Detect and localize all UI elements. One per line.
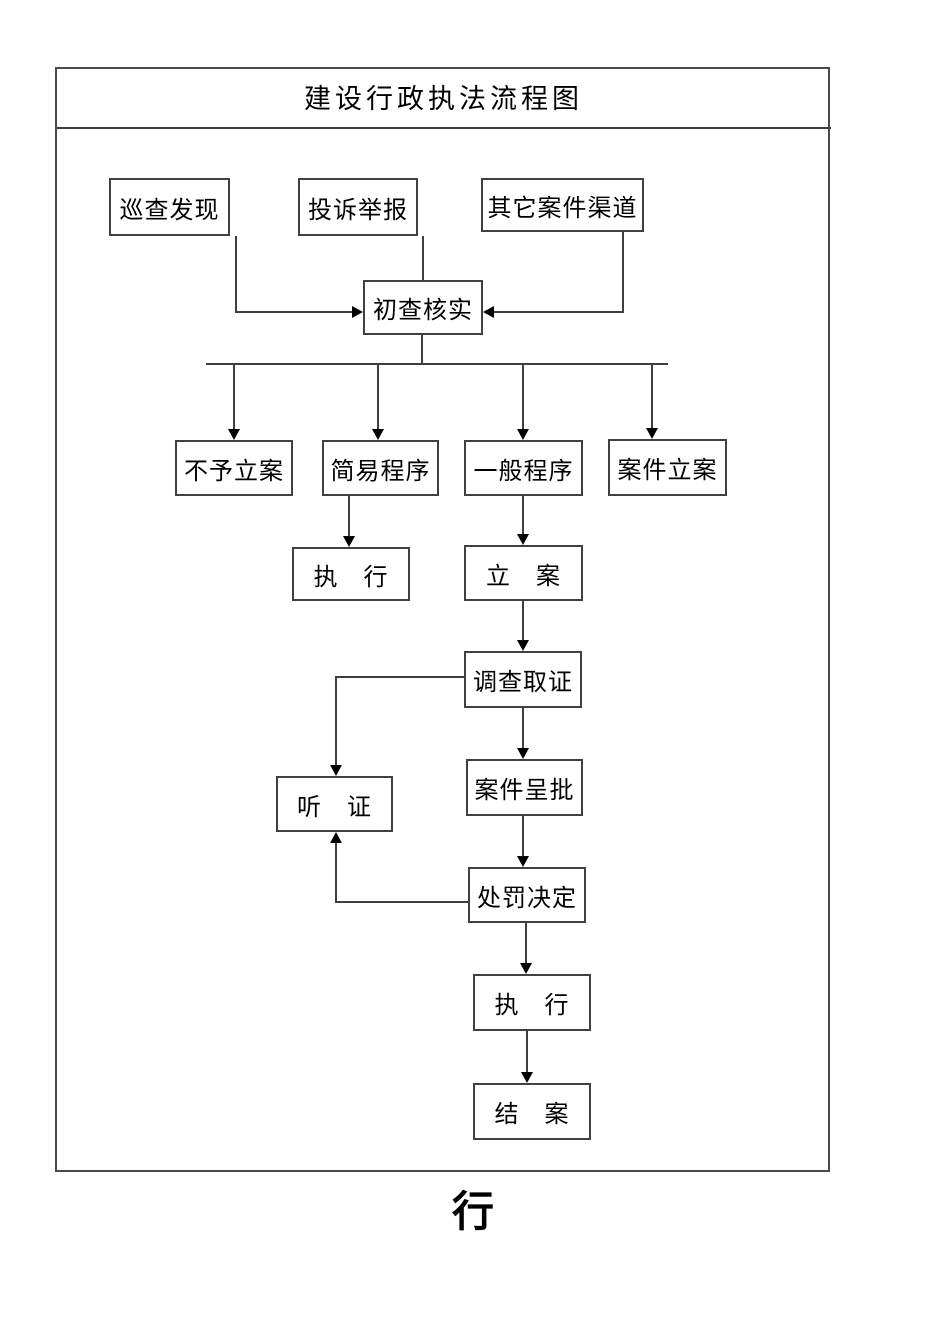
node-case-approval: 案件呈批 xyxy=(466,759,583,816)
arrowhead-down xyxy=(517,856,529,867)
node-case-closure: 结 案 xyxy=(473,1083,591,1140)
node-other-case-channels: 其它案件渠道 xyxy=(481,178,644,232)
connector-line xyxy=(335,901,468,903)
node-initial-verification: 初查核实 xyxy=(363,280,483,335)
connector-line xyxy=(377,363,379,431)
node-general-procedure: 一般程序 xyxy=(464,440,583,496)
connector-line xyxy=(348,496,350,538)
connector-line xyxy=(235,311,353,313)
connector-line xyxy=(522,601,524,642)
connector-line xyxy=(335,842,337,903)
connector-line xyxy=(622,232,624,313)
connector-line xyxy=(522,363,524,431)
arrowhead-down xyxy=(517,534,529,545)
node-hearing: 听 证 xyxy=(276,776,393,832)
arrowhead-down xyxy=(520,963,532,974)
title-separator xyxy=(56,127,831,129)
arrowhead-down xyxy=(646,428,658,439)
node-case-filing: 案件立案 xyxy=(608,439,727,496)
connector-line xyxy=(421,335,423,364)
node-execution-summary: 执 行 xyxy=(292,547,410,601)
arrowhead-down xyxy=(517,640,529,651)
page-title: 建设行政执法流程图 xyxy=(304,84,583,115)
node-filing: 立 案 xyxy=(464,545,583,601)
arrowhead-down xyxy=(517,429,529,440)
node-patrol-discovery: 巡查发现 xyxy=(109,178,230,236)
page-border xyxy=(55,67,830,1172)
arrowhead-down xyxy=(330,765,342,776)
arrowhead-down xyxy=(228,429,240,440)
connector-line xyxy=(206,363,668,365)
connector-line xyxy=(335,676,464,678)
node-no-case-filing: 不予立案 xyxy=(175,440,293,496)
overflow-text: 行 xyxy=(452,1187,495,1236)
connector-line xyxy=(235,236,237,313)
arrowhead-down xyxy=(372,429,384,440)
node-execution: 执 行 xyxy=(473,974,591,1031)
node-penalty-decision: 处罚决定 xyxy=(468,867,586,923)
arrowhead-down xyxy=(517,748,529,759)
connector-line xyxy=(522,496,524,536)
node-complaint-report: 投诉举报 xyxy=(298,178,418,236)
arrowhead-right xyxy=(352,306,363,318)
connector-line xyxy=(422,236,424,280)
arrowhead-down xyxy=(343,536,355,547)
arrowhead-down xyxy=(521,1072,533,1083)
connector-line xyxy=(526,1031,528,1074)
node-investigation-evidence: 调查取证 xyxy=(464,651,582,708)
connector-line xyxy=(522,708,524,750)
connector-line xyxy=(494,311,624,313)
arrowhead-left xyxy=(483,306,494,318)
connector-line xyxy=(525,923,527,965)
connector-line xyxy=(522,816,524,858)
arrowhead-up xyxy=(330,832,342,843)
connector-line xyxy=(335,676,337,767)
connector-line xyxy=(651,363,653,430)
node-summary-procedure: 简易程序 xyxy=(322,440,439,496)
connector-line xyxy=(233,363,235,431)
